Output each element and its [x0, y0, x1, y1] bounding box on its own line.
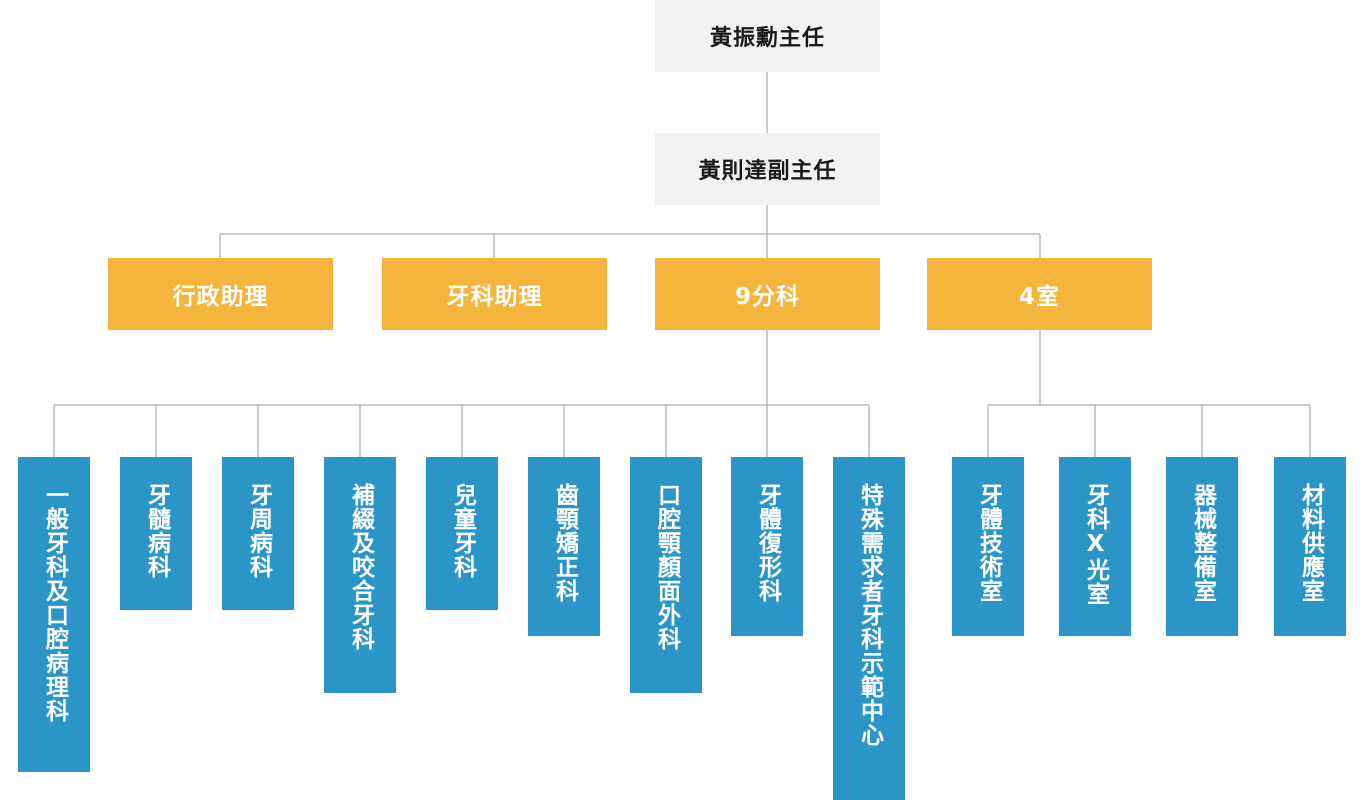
divisions-label: 9分科	[734, 284, 800, 310]
admin-assistant-box: 行政助理	[108, 258, 333, 330]
rooms-box: 4室	[927, 258, 1152, 330]
dental-assistant-box: 牙科助理	[382, 258, 607, 330]
divisions-box: 9分科	[655, 258, 880, 330]
division-label: 牙體復形科	[754, 483, 781, 603]
division-label: 一般牙科及口腔病理科	[41, 483, 68, 723]
room-box-3: 器械整備室	[1166, 457, 1238, 636]
division-box-5: 兒童牙科	[426, 457, 498, 610]
division-label: 補綴及咬合牙科	[347, 483, 374, 651]
division-label: 口腔顎顏面外科	[653, 483, 680, 651]
director-label: 黃振勳主任	[709, 26, 825, 51]
division-box-1: 一般牙科及口腔病理科	[18, 457, 90, 772]
room-label: 材料供應室	[1297, 483, 1324, 603]
room-label: 牙體技術室	[975, 483, 1002, 603]
room-box-2: 牙科X光室	[1059, 457, 1131, 636]
division-label: 牙髓病科	[143, 483, 170, 579]
division-box-2: 牙髓病科	[120, 457, 192, 610]
admin-assistant-label: 行政助理	[172, 284, 269, 310]
deputy-box: 黃則達副主任	[655, 133, 880, 205]
room-box-1: 牙體技術室	[952, 457, 1024, 636]
division-box-6: 齒顎矯正科	[528, 457, 600, 636]
director-box: 黃振勳主任	[655, 0, 880, 72]
dental-assistant-label: 牙科助理	[446, 284, 543, 310]
division-label: 特殊需求者牙科示範中心	[856, 483, 883, 747]
division-box-9: 特殊需求者牙科示範中心	[833, 457, 905, 800]
division-box-7: 口腔顎顏面外科	[630, 457, 702, 693]
division-box-4: 補綴及咬合牙科	[324, 457, 396, 693]
room-box-4: 材料供應室	[1274, 457, 1346, 636]
room-label: 器械整備室	[1189, 483, 1216, 603]
division-label: 齒顎矯正科	[551, 483, 578, 603]
division-label: 兒童牙科	[449, 483, 476, 579]
division-box-8: 牙體復形科	[731, 457, 803, 636]
room-label: 牙科X光室	[1082, 483, 1109, 606]
deputy-label: 黃則達副主任	[698, 159, 837, 184]
division-box-3: 牙周病科	[222, 457, 294, 610]
rooms-label: 4室	[1018, 284, 1060, 310]
division-label: 牙周病科	[245, 483, 272, 579]
